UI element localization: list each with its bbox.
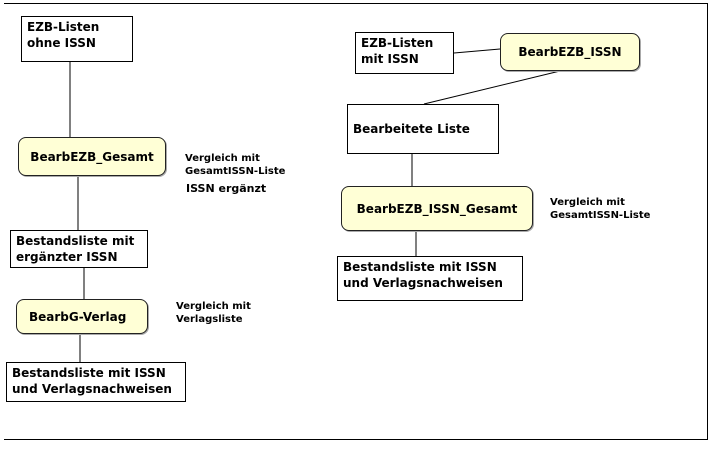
box-ezb-mit-issn: EZB-Listen mit ISSN xyxy=(355,32,454,74)
connector-proc-issn-to-bearbeitet xyxy=(423,70,561,105)
process-bearbezb-gesamt: BearbEZB_Gesamt xyxy=(18,137,166,176)
box-bestandsliste-final-left: Bestandsliste mit ISSN und Verlagsnachwe… xyxy=(6,362,186,402)
box-bearbeitete-liste: Bearbeitete Liste xyxy=(347,104,499,154)
process-bearbezb-issn: BearbEZB_ISSN xyxy=(500,33,640,71)
note-vergleich-verlagsliste: Vergleich mit Verlagsliste xyxy=(176,301,251,325)
box-bestandsliste-final-right: Bestandsliste mit ISSN und Verlagsnachwe… xyxy=(337,256,523,301)
box-ezb-ohne-issn: EZB-Listen ohne ISSN xyxy=(21,16,133,62)
connector-ezb-to-proc-issn xyxy=(453,48,501,54)
box-bestandsliste-ergaenzt: Bestandsliste mit ergänzter ISSN xyxy=(10,230,148,268)
note-issn-ergaenzt: ISSN ergänzt xyxy=(186,182,267,195)
process-bearbg-verlag: BearbG-Verlag xyxy=(16,299,148,334)
note-vergleich-gesamtissn-right: Vergleich mit GesamtISSN-Liste xyxy=(550,197,651,221)
diagram-frame xyxy=(4,3,708,440)
note-vergleich-gesamtissn: Vergleich mit GesamtISSN-Liste xyxy=(185,153,286,177)
process-bearbezb-issn-gesamt: BearbEZB_ISSN_Gesamt xyxy=(341,186,533,231)
